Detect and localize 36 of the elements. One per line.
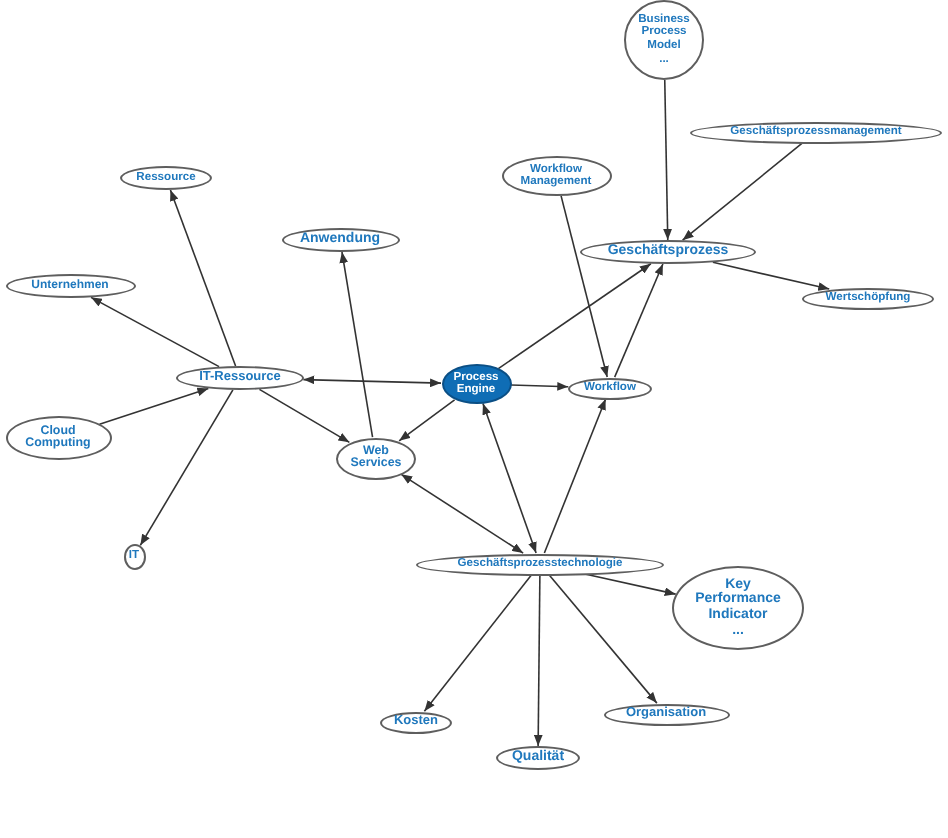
arrow xyxy=(548,574,658,704)
concept-ellipse xyxy=(501,156,611,196)
arrow xyxy=(560,195,609,378)
arrow xyxy=(533,574,543,747)
concept-ellipse xyxy=(603,703,729,725)
arrow xyxy=(258,388,351,444)
concept-ellipse xyxy=(5,274,135,298)
concept-ellipse xyxy=(5,416,111,460)
concept-ellipse xyxy=(120,166,212,190)
concept-ellipse xyxy=(580,240,756,264)
arrow xyxy=(497,262,652,370)
concept-ellipse xyxy=(336,437,416,479)
arrow xyxy=(712,261,831,291)
double-headed-arrow xyxy=(482,402,537,554)
concept-ellipse xyxy=(568,377,652,399)
arrow xyxy=(339,251,374,438)
highlighted-concept-ellipse xyxy=(441,364,511,404)
arrow xyxy=(663,79,672,241)
arrow xyxy=(681,142,804,241)
arrow xyxy=(98,387,210,426)
arrow xyxy=(90,296,220,368)
double-headed-arrow xyxy=(400,473,524,554)
concept-ellipse xyxy=(176,366,304,390)
concept-ellipse xyxy=(123,543,145,569)
concept-ellipse xyxy=(281,228,399,252)
arrow xyxy=(139,389,234,547)
arrow xyxy=(510,382,570,391)
arrow xyxy=(398,399,456,442)
concept-ellipse xyxy=(380,711,452,733)
arrow xyxy=(423,574,533,713)
concept-ellipse xyxy=(624,0,704,80)
arrow xyxy=(543,398,607,554)
concept-ellipse xyxy=(496,746,580,770)
arrow xyxy=(169,189,237,367)
arrow xyxy=(613,263,664,378)
double-headed-arrow xyxy=(302,375,442,388)
